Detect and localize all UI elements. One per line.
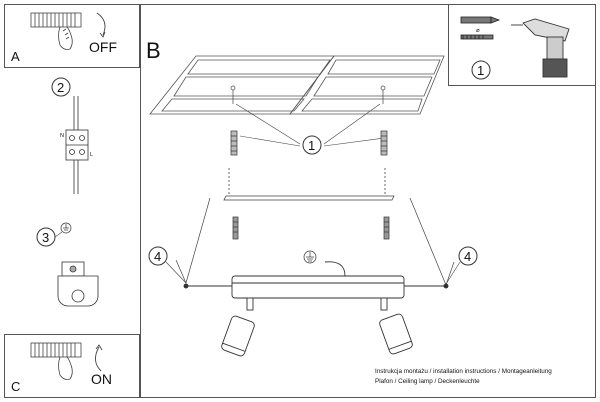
ground-icon (60, 222, 72, 234)
wire-connector-illustration (65, 96, 89, 194)
tools-illustration: ⌀ (460, 16, 570, 78)
breaker-panel (30, 342, 82, 380)
switch-off-illustration (30, 12, 106, 50)
screw-icon (232, 216, 390, 240)
wire-label-live: L (90, 152, 93, 158)
caption-line-2: Plafon / Ceiling lamp / Deckenleuchte (375, 378, 480, 385)
on-label: ON (91, 371, 112, 387)
ceiling-holes (230, 85, 386, 104)
step-number: 4 (154, 249, 161, 264)
panel-c: C ON (4, 334, 140, 398)
switch-on-illustration (30, 342, 103, 380)
panel-c-letter: C (11, 379, 21, 394)
ground-icon (303, 250, 317, 264)
arrow-up-icon (95, 346, 102, 372)
mounting-bracket (223, 168, 395, 201)
spotlight-left (221, 297, 255, 357)
step-number: 1 (477, 63, 484, 78)
lamp-body (183, 261, 449, 299)
canopy-outline (175, 197, 455, 286)
step-markers (36, 60, 491, 266)
panel-a: A OFF (4, 4, 140, 68)
spotlight-right (379, 297, 413, 355)
svg-text:⌀: ⌀ (476, 28, 480, 34)
off-label: OFF (89, 39, 117, 55)
step-number: 1 (308, 138, 315, 153)
wire-label-neutral: N (60, 133, 64, 139)
drill-icon (511, 18, 570, 78)
ground-connection-illustration (57, 261, 99, 307)
step-number: 4 (464, 249, 471, 264)
step-number: 2 (57, 80, 64, 95)
breaker-panel (30, 12, 82, 50)
ceiling-plates (149, 55, 445, 115)
wall-plug-icon (460, 16, 501, 40)
panel-a-letter: A (11, 49, 20, 64)
wall-plug-icon (230, 130, 388, 156)
caption-line-1: Instrukcja montażu / installation instru… (375, 368, 552, 375)
arrow-down-icon (96, 12, 106, 36)
step-number: 3 (42, 230, 49, 245)
panel-b-letter: B (146, 38, 161, 63)
